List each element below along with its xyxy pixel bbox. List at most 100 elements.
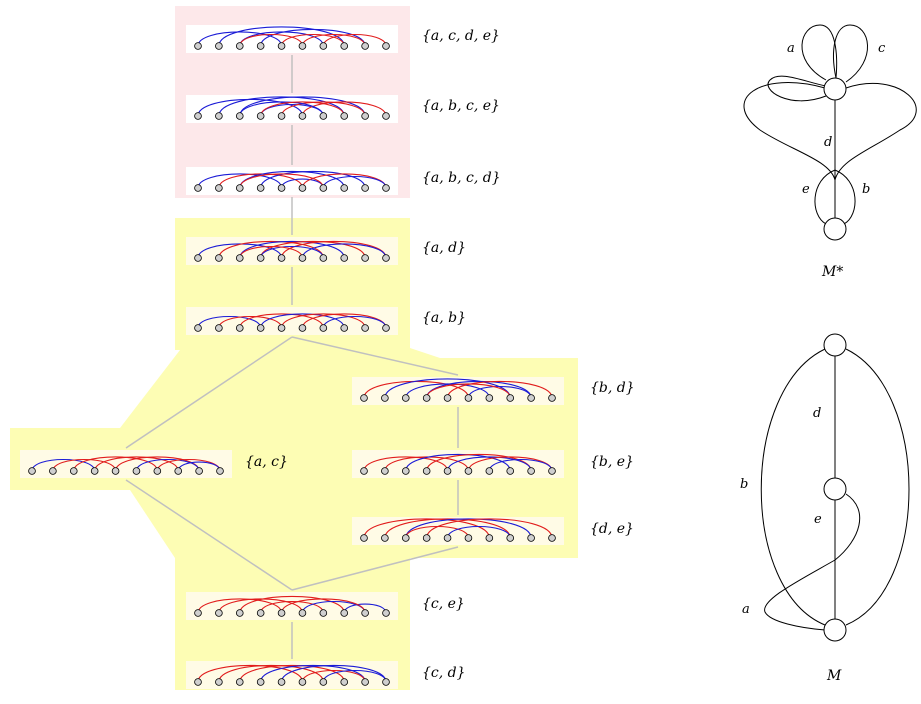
chord-diagram-cd	[186, 661, 398, 689]
primal-vertex-top	[823, 333, 847, 357]
chord-arc	[52, 458, 117, 472]
chord-diagram-layer	[20, 25, 564, 689]
primal-edge-right-arc	[845, 348, 910, 626]
chord-arc	[239, 664, 345, 683]
chord-node	[381, 394, 389, 402]
chord-node	[194, 324, 202, 332]
chord-node	[216, 467, 224, 475]
chord-node	[340, 254, 349, 262]
lattice-edge	[291, 336, 459, 376]
chord-node	[361, 184, 369, 192]
chord-node	[235, 609, 244, 617]
chord-arc	[447, 380, 553, 399]
chord-diagram-ab	[186, 307, 398, 335]
chord-node	[506, 534, 515, 542]
dual-label-a: a	[787, 41, 795, 56]
chord-node	[422, 534, 431, 542]
chord-node	[319, 609, 328, 617]
chord-node	[256, 42, 265, 50]
chord-arc	[467, 385, 532, 399]
chord-arc	[197, 315, 262, 329]
dual-edge-e	[814, 169, 836, 225]
chord-node	[235, 254, 244, 262]
chord-arc	[260, 170, 366, 189]
chord-node	[340, 42, 349, 50]
label-acde: {a, c, d, e}	[422, 28, 500, 44]
chord-node	[464, 534, 473, 542]
chord-arc	[260, 101, 345, 117]
chord-arc	[447, 525, 511, 539]
chord-node	[464, 467, 473, 475]
chord-node	[90, 467, 99, 475]
chord-arc	[322, 315, 387, 329]
chord-arc	[322, 175, 387, 189]
dual-label-b: b	[862, 182, 870, 197]
chord-node	[49, 467, 57, 475]
chord-node	[194, 184, 202, 192]
chord-node	[319, 254, 328, 262]
chord-node	[381, 534, 389, 542]
label-bd: {b, d}	[590, 380, 635, 396]
chord-arc	[31, 458, 96, 472]
primal-vertex-middle	[823, 477, 847, 501]
chord-node	[215, 184, 223, 192]
chord-arc	[73, 456, 158, 472]
chord-node	[361, 42, 369, 50]
chord-arc	[281, 101, 366, 117]
chord-node	[277, 678, 286, 686]
chord-node	[298, 609, 307, 617]
chord-node	[485, 467, 494, 475]
chord-node	[153, 467, 162, 475]
chord-node	[382, 324, 390, 332]
lattice-edges	[125, 55, 459, 659]
dual-edge-a-loop	[801, 24, 838, 81]
chord-node	[277, 609, 286, 617]
chord-node	[319, 678, 328, 686]
chord-arc	[322, 33, 387, 47]
dual-label-e: e	[802, 182, 810, 197]
chord-diagram-abcd	[186, 167, 398, 195]
chord-arc	[405, 518, 532, 539]
primal-label-d: d	[813, 406, 821, 421]
chord-node	[298, 324, 307, 332]
chord-arc	[384, 518, 511, 539]
chord-node	[215, 609, 223, 617]
chord-node	[28, 467, 36, 475]
chord-arc	[301, 33, 366, 47]
primal-vertex-bottom	[823, 618, 847, 642]
lattice-edge	[125, 479, 293, 591]
chord-node	[215, 42, 223, 50]
chord-node	[485, 394, 494, 402]
dual-label-c: c	[878, 41, 886, 56]
chord-node	[360, 534, 368, 542]
dual-edge-c-loop	[767, 75, 827, 102]
chord-node	[256, 254, 265, 262]
chord-node	[235, 678, 244, 686]
chord-diagram-be	[352, 450, 564, 478]
chord-diagram-ac	[20, 450, 232, 478]
label-ac: {a, c}	[245, 454, 288, 470]
chord-node	[361, 324, 369, 332]
chord-node	[298, 678, 307, 686]
dual-edge-b	[834, 169, 856, 225]
dual-edge-left-arc	[743, 82, 836, 181]
chord-arc	[239, 33, 303, 47]
chord-arc	[363, 456, 449, 472]
chord-node	[256, 609, 265, 617]
chord-node	[443, 467, 452, 475]
chord-arc	[197, 598, 283, 614]
chord-node	[69, 467, 78, 475]
dual-edge-right-arc	[834, 83, 917, 181]
label-ab: {a, b}	[422, 310, 466, 326]
chord-arc	[426, 518, 553, 539]
chord-node	[194, 254, 202, 262]
label-abce: {a, b, c, e}	[422, 98, 500, 114]
chord-node	[256, 678, 265, 686]
chord-arc	[301, 101, 387, 117]
chord-node	[527, 467, 535, 475]
label-ad: {a, d}	[422, 240, 466, 256]
chord-arc	[218, 26, 345, 47]
chord-node	[111, 467, 120, 475]
chord-node	[174, 467, 183, 475]
chord-node	[256, 324, 265, 332]
